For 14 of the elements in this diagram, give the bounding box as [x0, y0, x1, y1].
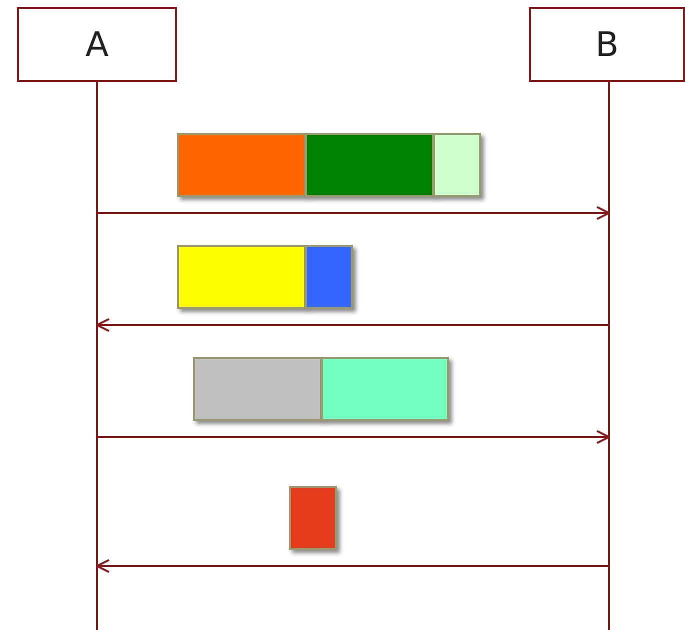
participant-box: A [17, 7, 177, 82]
message-arrow [97, 206, 610, 220]
colored-block [321, 357, 449, 421]
colored-block [177, 245, 306, 309]
colored-block [177, 133, 306, 197]
message-arrow [96, 559, 609, 573]
colored-block [433, 133, 481, 197]
colored-block [305, 133, 434, 197]
message-arrow [96, 318, 609, 332]
message-arrow [97, 430, 610, 444]
colored-block [193, 357, 322, 421]
participant-box: B [529, 7, 685, 82]
colored-block [289, 486, 337, 550]
colored-block [305, 245, 353, 309]
